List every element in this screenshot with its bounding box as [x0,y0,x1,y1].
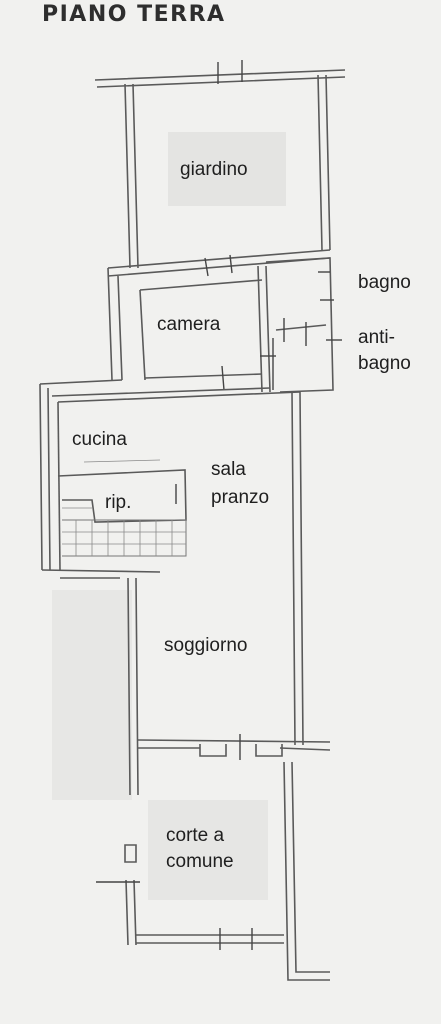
room-label-antibagno-1: anti- [358,327,395,348]
bagno-walls [260,257,342,393]
giardino-shade [168,132,286,206]
room-label-soggiorno: soggiorno [164,635,248,656]
rip-block [57,459,187,557]
room-label-antibagno-2: bagno [358,353,411,374]
room-label-corte-2: comune [166,851,234,872]
room-label-bagno: bagno [358,272,411,293]
room-label-sala-2: pranzo [211,487,270,508]
camera-walls [39,249,331,571]
shade-corte [148,800,268,900]
shade-left [52,590,132,800]
room-label-sala-1: sala [211,459,246,480]
room-label-rip: rip. [105,492,132,513]
room-label-cucina: cucina [72,429,127,450]
living-walls [41,387,331,796]
page-title: PIANO TERRA [42,2,226,27]
room-label-camera: camera [157,314,221,335]
room-label-giardino: giardino [180,159,248,180]
corte-walls [96,761,330,981]
garden-walls [94,60,346,269]
room-label-corte-1: corte a [166,825,225,846]
